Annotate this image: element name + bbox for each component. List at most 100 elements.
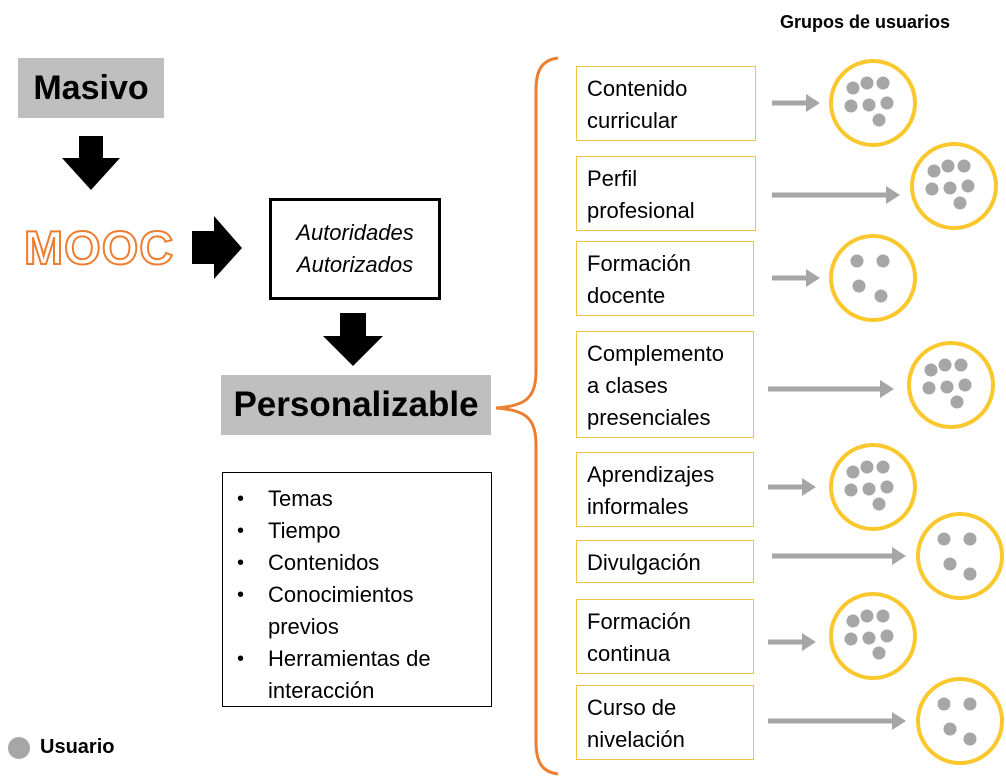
user-dot-icon — [860, 609, 874, 623]
user-dot-icon — [922, 381, 936, 395]
user-dot-icon — [937, 697, 951, 711]
user-dot-icon — [963, 732, 977, 746]
authorities-line-2: Autorizados — [296, 252, 414, 277]
category-box: Complemento a clases presenciales — [576, 331, 754, 438]
category-box: Curso de nivelación — [576, 685, 754, 760]
arrow-head-icon — [886, 186, 900, 204]
arrow-head-icon — [806, 94, 820, 112]
category-line: informales — [587, 494, 689, 519]
feature-item: • Herramientas de interacción — [237, 643, 468, 707]
category-line: Formación — [587, 251, 691, 276]
bullet-icon: • — [237, 520, 245, 542]
user-dot-icon — [958, 378, 972, 392]
user-dot-icon — [852, 279, 866, 293]
user-dot-icon — [943, 557, 957, 571]
user-dot-icon — [925, 182, 939, 196]
category-box: Divulgación — [576, 540, 754, 583]
bullet-icon: • — [237, 648, 245, 670]
legend: Usuario — [8, 736, 114, 759]
feature-item: • Conocimientos previos — [237, 579, 468, 643]
user-dot-icon — [872, 646, 886, 660]
category-line: Perfil — [587, 166, 638, 191]
authorities-line-1: Autoridades — [296, 220, 414, 245]
personalizable-label: Personalizable — [221, 375, 491, 435]
user-dot-icon — [924, 363, 938, 377]
arrow-head-icon — [802, 633, 816, 651]
category-line: nivelación — [587, 727, 685, 752]
category-line: curricular — [587, 108, 678, 133]
category-line: Formación — [587, 609, 691, 634]
user-dot-icon — [963, 567, 977, 581]
user-dot-icon — [872, 113, 886, 127]
user-dot-icon — [963, 532, 977, 546]
authorities-box: Autoridades Autorizados — [269, 198, 441, 300]
legend-label: Usuario — [40, 736, 115, 758]
arrow-right-icon — [192, 216, 242, 279]
user-dot-icon — [846, 465, 860, 479]
user-dot-icon — [880, 629, 894, 643]
user-dot-icon — [876, 460, 890, 474]
user-dot-icon — [938, 358, 952, 372]
bullet-icon: • — [237, 552, 245, 574]
arrow-down-icon — [323, 313, 383, 366]
user-dot-icon — [862, 631, 876, 645]
feature-text: Tiempo — [268, 518, 341, 543]
gray-arrows — [768, 94, 906, 730]
user-dot-icon — [957, 159, 971, 173]
feature-item: • Tiempo — [237, 515, 491, 547]
bullet-icon: • — [237, 488, 245, 510]
user-dot-icon — [940, 380, 954, 394]
arrow-head-icon — [892, 547, 906, 565]
curly-brace-shape — [495, 56, 559, 776]
user-dot-icon — [844, 632, 858, 646]
user-dot-icon — [953, 196, 967, 210]
arrow-head-icon — [806, 269, 820, 287]
user-dot-icon — [846, 614, 860, 628]
user-dot-icon — [876, 254, 890, 268]
category-box: Aprendizajes informales — [576, 452, 754, 527]
feature-text: Contenidos — [268, 550, 380, 575]
features-list: • Temas • Tiempo • Contenidos • Conocimiento… — [223, 473, 491, 707]
user-group-circle — [829, 234, 917, 322]
user-dot-icon — [927, 164, 941, 178]
features-box: • Temas • Tiempo • Contenidos • Conocimiento… — [222, 472, 492, 707]
category-box: Formación docente — [576, 241, 754, 316]
user-dot-icon — [876, 76, 890, 90]
category-line: presenciales — [587, 405, 711, 430]
feature-text: Temas — [268, 486, 333, 511]
arrow-head-icon — [892, 712, 906, 730]
feature-text: Herramientas de interacción — [268, 646, 431, 703]
user-dot-icon — [844, 483, 858, 497]
category-line: Aprendizajes — [587, 462, 715, 487]
user-dot-icon — [846, 81, 860, 95]
category-box: Contenido curricular — [576, 66, 756, 141]
user-dot-icon — [872, 497, 886, 511]
user-dot-icon — [950, 395, 964, 409]
user-dot-icon — [954, 358, 968, 372]
user-groups-title: Grupos de usuarios — [780, 12, 951, 32]
user-dot-icon — [943, 722, 957, 736]
arrow-head-icon — [880, 380, 894, 398]
user-dot-icon — [850, 254, 864, 268]
user-dot-icon — [941, 159, 955, 173]
feature-item: • Contenidos — [237, 547, 491, 579]
category-box: Formación continua — [576, 599, 754, 674]
user-dot-icon — [880, 96, 894, 110]
category-line: Divulgación — [587, 550, 701, 575]
bullet-icon: • — [237, 584, 245, 606]
masivo-label: Masivo — [18, 58, 164, 118]
user-dot-icon — [862, 482, 876, 496]
category-line: a clases — [587, 373, 668, 398]
category-line: Complemento — [587, 341, 724, 366]
category-line: Curso de — [587, 695, 677, 720]
arrow-down-icon — [62, 136, 120, 190]
user-dot-icon — [963, 697, 977, 711]
category-line: Contenido — [587, 76, 688, 101]
user-group-circle — [916, 677, 1004, 765]
user-dot-icon — [876, 609, 890, 623]
mooc-label: MOOC — [23, 221, 175, 275]
feature-text: Conocimientos previos — [268, 582, 414, 639]
user-dot-icon — [937, 532, 951, 546]
user-dot-icon — [862, 98, 876, 112]
arrow-head-icon — [802, 478, 816, 496]
